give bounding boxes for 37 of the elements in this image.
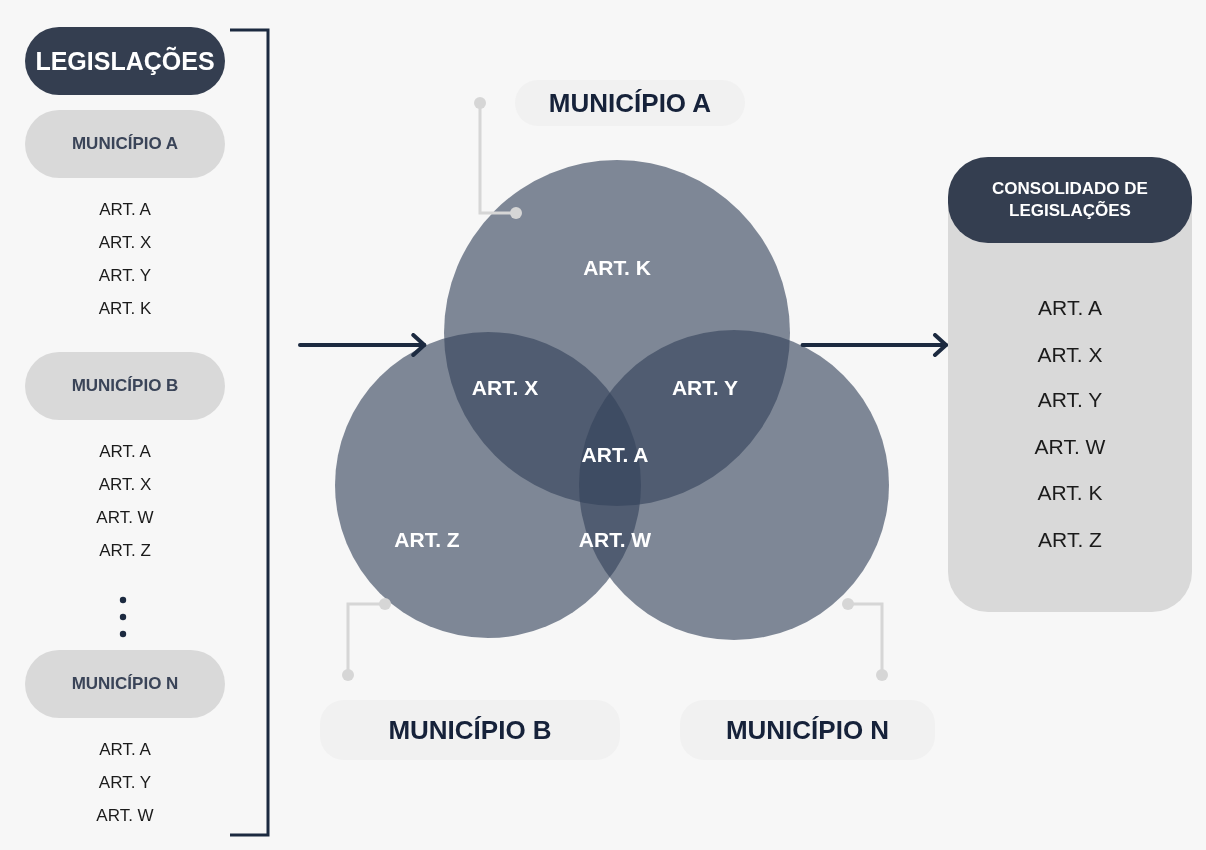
article-item: ART. W	[1034, 435, 1106, 459]
municipality-title: MUNICÍPIO A	[515, 80, 745, 126]
article-item: ART. X	[97, 233, 153, 253]
article-item: ART. Y	[97, 773, 153, 793]
article-item: ART. X	[97, 475, 153, 495]
municipality-title: MUNICÍPIO B	[320, 700, 620, 760]
municipality-pill: MUNICÍPIO A	[25, 110, 225, 178]
article-item: ART. A	[98, 200, 152, 220]
article-item: ART. X	[1037, 343, 1103, 367]
article-item: ART. Z	[1038, 528, 1102, 552]
leader-line	[342, 598, 391, 681]
article-label: ART. W	[578, 528, 652, 552]
municipality-pill: MUNICÍPIO N	[25, 650, 225, 718]
article-item: ART. A	[1038, 296, 1102, 320]
article-item: ART. W	[95, 806, 155, 826]
municipality-pill: MUNICÍPIO B	[25, 352, 225, 420]
article-item: ART. Y	[97, 266, 153, 286]
article-label: ART. A	[581, 443, 649, 467]
arrow	[298, 333, 427, 357]
leader-line	[474, 97, 522, 219]
heading-pill: LEGISLAÇÕES	[25, 27, 225, 95]
article-item: ART. Y	[1037, 388, 1103, 412]
article-item: ART. A	[98, 442, 152, 462]
article-label: ART. Z	[394, 528, 460, 552]
arrow	[800, 333, 948, 357]
article-item: ART. K	[1037, 481, 1103, 505]
article-label: ART. X	[471, 376, 539, 400]
article-label: ART. K	[583, 256, 651, 280]
leader-line	[842, 598, 888, 681]
article-label: ART. Y	[671, 376, 739, 400]
article-item: ART. K	[97, 299, 153, 319]
card-header: CONSOLIDADO DE LEGISLAÇÕES	[948, 157, 1192, 243]
summary-card	[948, 157, 1192, 612]
article-item: ART. A	[98, 740, 152, 760]
article-item: ART. W	[95, 508, 155, 528]
article-item: ART. Z	[98, 541, 152, 561]
municipality-title: MUNICÍPIO N	[680, 700, 935, 760]
